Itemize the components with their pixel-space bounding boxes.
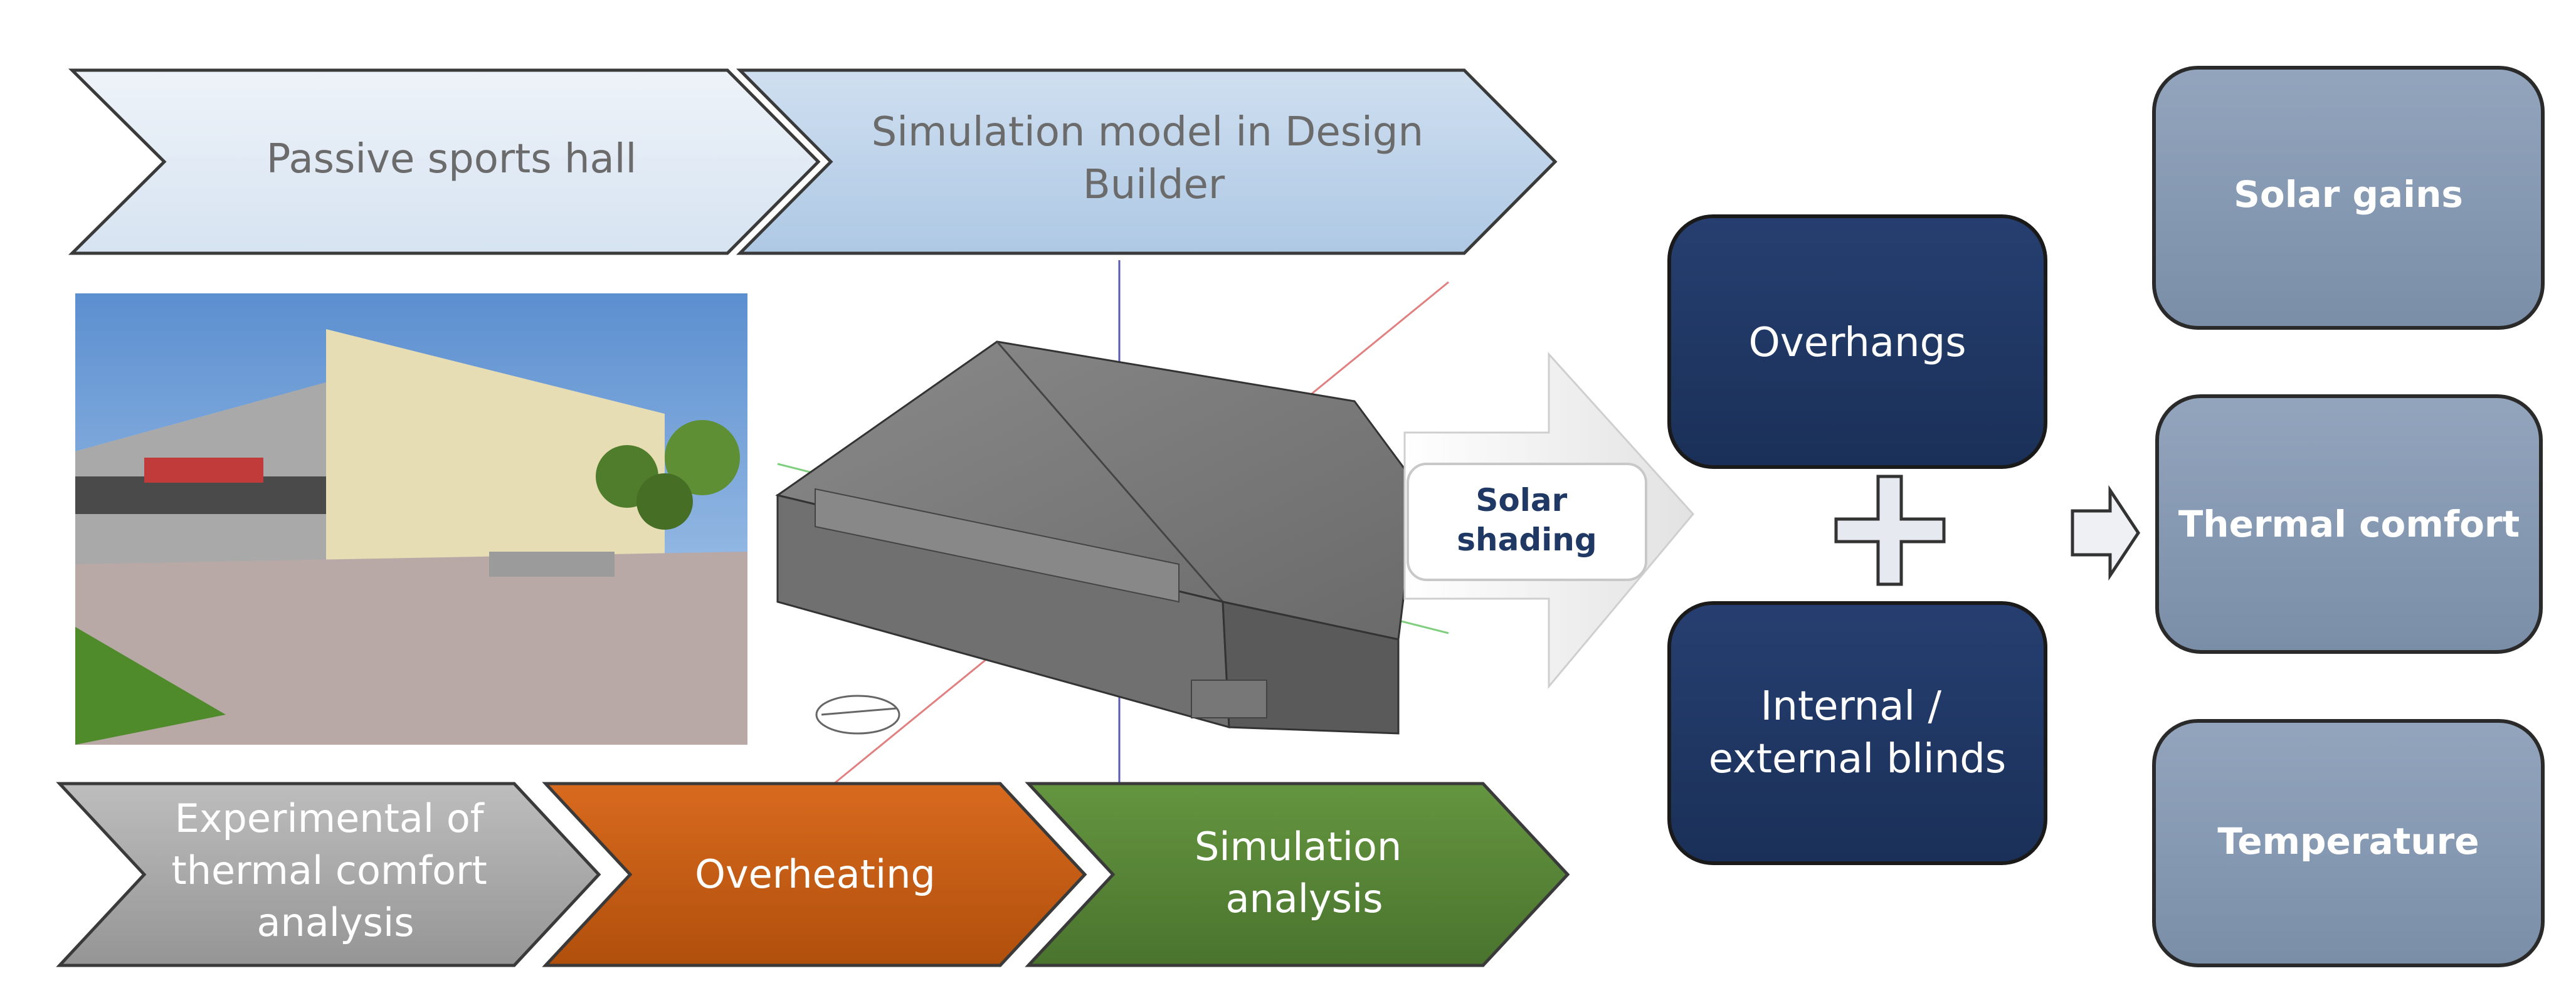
- design-builder-model: [775, 260, 1449, 785]
- option-label: Internal / external blinds: [1709, 683, 2006, 782]
- chevron-passive-sports-hall: Passive sports hall: [68, 68, 821, 255]
- chevron-label: Passive sports hall: [267, 136, 637, 182]
- result-label: Solar gains: [2234, 173, 2463, 216]
- result-label: Thermal comfort: [2178, 503, 2520, 545]
- chevron-simulation-model: Simulation model in Design Builder: [736, 68, 1558, 255]
- result-label: Temperature: [2217, 820, 2479, 863]
- arrow-right-icon: [2071, 485, 2140, 581]
- chevron-label: Overheating: [695, 851, 936, 897]
- chevron-label: Simulation analysis: [1195, 824, 1414, 922]
- option-label: Overhangs: [1748, 320, 1966, 366]
- sports-hall-photo: [75, 293, 747, 745]
- option-overhangs: Overhangs: [1667, 214, 2047, 469]
- result-thermal-comfort: Thermal comfort: [2155, 394, 2543, 654]
- chevron-label: Experimental of thermal comfort analysis: [171, 796, 499, 945]
- option-internal-external-blinds: Internal / external blinds: [1667, 601, 2047, 865]
- solar-shading-arrow: Solar shading: [1403, 352, 1694, 690]
- chevron-overheating: Overheating: [542, 782, 1087, 967]
- result-temperature: Temperature: [2152, 719, 2545, 967]
- plus-icon: [1834, 475, 1946, 586]
- solar-shading-label: Solar shading: [1457, 482, 1597, 558]
- chevron-label: Simulation model in Design Builder: [872, 109, 1437, 208]
- chevron-simulation-analysis: Simulation analysis: [1025, 782, 1570, 967]
- chevron-experimental-thermal-comfort: Experimental of thermal comfort analysis: [56, 782, 601, 967]
- result-solar-gains: Solar gains: [2152, 66, 2545, 330]
